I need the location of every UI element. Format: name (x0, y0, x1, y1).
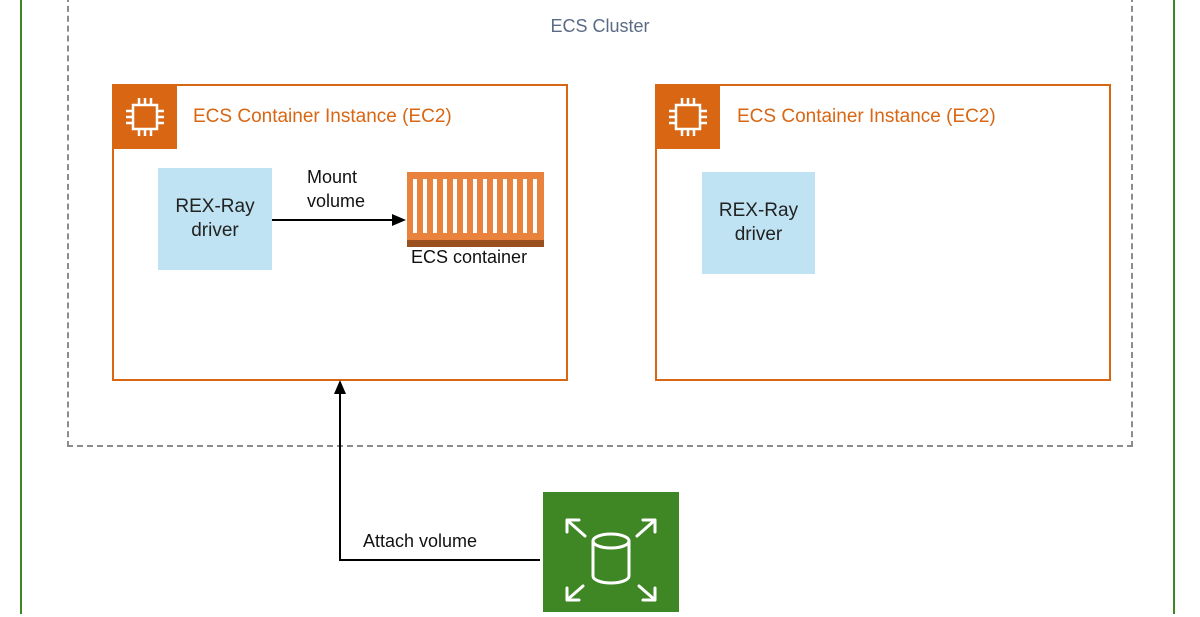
driver-2-line1: REX-Ray (718, 200, 799, 221)
cluster-label: ECS Cluster (550, 16, 650, 36)
mount-label-line2: volume (307, 191, 366, 211)
ec2-chip-icon (113, 85, 177, 149)
driver-1-line1: REX-Ray (175, 196, 255, 217)
instance-2-title: ECS Container Instance (EC2) (737, 106, 996, 127)
attach-arrow (334, 380, 540, 561)
ebs-volume-icon (543, 492, 679, 612)
ecs-container-label: ECS container (411, 247, 528, 267)
rexray-driver-1: REX-Ray driver (158, 168, 272, 270)
driver-2-line2: driver (734, 224, 783, 245)
account-border (20, 0, 1175, 614)
rexray-driver-2: REX-Ray driver (702, 172, 815, 274)
ec2-chip-icon-2 (656, 85, 720, 149)
ecs-container-icon (407, 172, 544, 247)
attach-volume-label: Attach volume (363, 531, 478, 551)
ecs-cluster-group (67, 0, 1133, 447)
mount-label-line1: Mount (307, 167, 358, 187)
mount-arrow (272, 214, 406, 226)
instance-1-title: ECS Container Instance (EC2) (193, 106, 452, 127)
driver-1-line2: driver (191, 220, 239, 241)
